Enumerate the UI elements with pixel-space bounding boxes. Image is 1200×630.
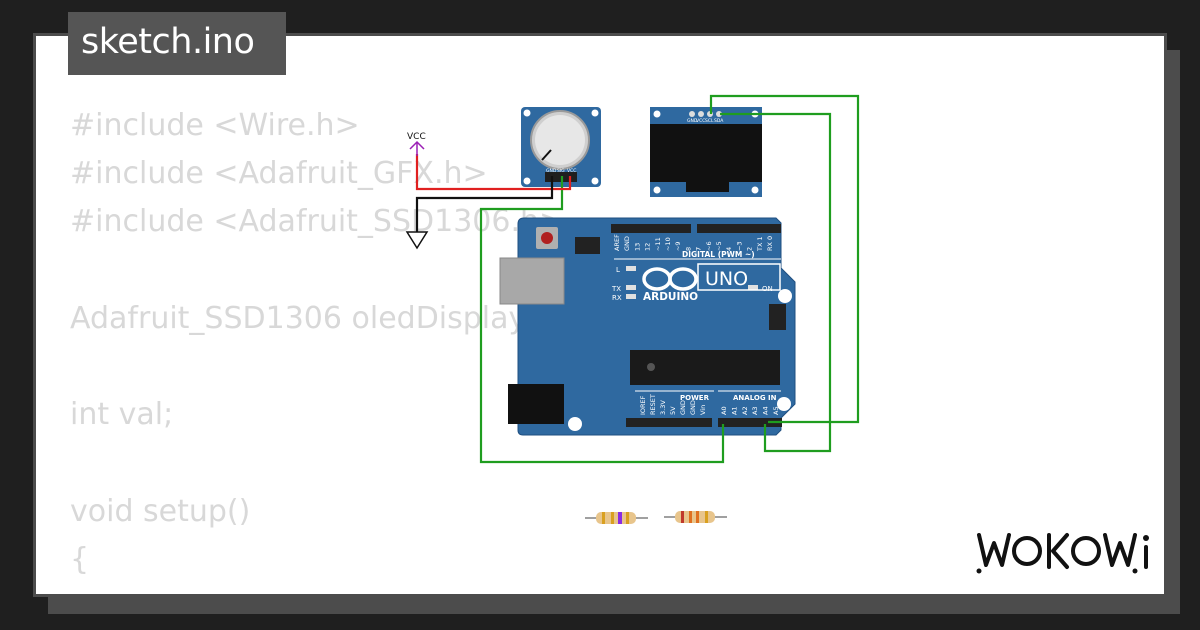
wire-black-gnd — [415, 176, 554, 232]
pin-label: A5 — [772, 406, 780, 415]
pin-label: ~5 — [715, 241, 723, 251]
pin-label: ~10 — [664, 237, 672, 251]
pin-label: 13 — [633, 243, 641, 251]
usb-connector — [499, 257, 565, 305]
resistor-1[interactable] — [585, 512, 648, 524]
icsp-header-right — [769, 304, 786, 330]
pin-label: ~6 — [705, 241, 713, 251]
pin-label: 2 — [746, 247, 754, 251]
analog-label: ANALOG IN — [733, 394, 777, 402]
wire-green-oled-scl — [709, 94, 860, 424]
digital-header-right — [697, 224, 781, 233]
pin-label: A4 — [762, 406, 770, 415]
pin-label: IOREF — [639, 395, 647, 415]
digital-header-label: DIGITAL (PWM ~) — [682, 250, 755, 259]
pin-label: ~9 — [674, 241, 682, 251]
pot-pin-sig: SIG — [557, 168, 565, 174]
arduino-logo-icon — [642, 267, 698, 291]
led-label-rx: RX — [612, 294, 622, 302]
pin-label: 12 — [644, 243, 652, 251]
pin-label: AREF — [613, 234, 621, 251]
oled-pin-vcc: VCC — [696, 118, 705, 124]
pin-label: RESET — [649, 394, 657, 415]
wokwi-logo — [976, 533, 1149, 574]
led-label-l: L — [616, 266, 620, 274]
ground-symbol — [405, 231, 429, 250]
file-title: sketch.ino — [81, 22, 255, 62]
resistor-2[interactable] — [664, 511, 727, 523]
code-line: int val; — [70, 397, 174, 433]
oled-pin-scl: SCL — [705, 118, 714, 124]
pin-label: A0 — [720, 406, 728, 415]
oled-display[interactable] — [650, 107, 762, 197]
vcc-symbol — [409, 140, 425, 156]
board-brand: ARDUINO — [643, 291, 698, 303]
pin-label: GND — [679, 400, 687, 415]
pot-pin-vcc: VCC — [567, 168, 576, 174]
pin-label: RX 0 — [766, 236, 774, 251]
potentiometer[interactable] — [521, 107, 601, 187]
pin-label: TX 1 — [756, 236, 764, 252]
pin-label: 4 — [725, 247, 733, 251]
pin-label: ~11 — [654, 237, 662, 251]
pin-label: 3.3V — [659, 400, 667, 415]
pin-label: 5V — [669, 406, 677, 415]
pin-label: A2 — [741, 406, 749, 415]
code-line: { — [70, 541, 90, 577]
board-model: UNO — [705, 268, 748, 290]
pin-label: 8 — [684, 247, 692, 251]
power-header — [626, 418, 712, 427]
icsp-header-top — [575, 237, 600, 254]
code-line: #include <Adafruit_GFX.h> — [70, 156, 488, 192]
power-label: POWER — [680, 394, 710, 402]
code-line: #include <Adafruit_SSD1306.h> — [70, 204, 565, 240]
atmega-chip — [630, 350, 780, 385]
pin-label: GND — [689, 400, 697, 415]
pin-label: A1 — [730, 406, 738, 415]
pin-label: Vin — [699, 405, 707, 415]
led-label-tx: TX — [611, 285, 621, 293]
wire-red-vcc — [415, 154, 572, 191]
wire-green-pot-sig — [479, 176, 725, 464]
pin-label: 7 — [695, 247, 703, 251]
analog-header — [718, 418, 782, 427]
code-line: void setup() — [70, 493, 251, 529]
digital-header-left — [611, 224, 691, 233]
oled-pin-sda: SDA — [714, 118, 724, 124]
on-label: ON — [762, 285, 773, 293]
pin-label: A3 — [751, 406, 759, 415]
pot-knob-indicator — [541, 149, 552, 161]
pin-label: ~3 — [735, 241, 743, 251]
power-jack — [508, 384, 564, 424]
code-line: #include <Wire.h> — [70, 108, 360, 143]
pot-pin-gnd: GND — [546, 168, 557, 174]
wire-green-oled-sda — [720, 112, 832, 453]
vcc-label: VCC — [407, 132, 426, 142]
oled-pin-gnd: GND — [687, 118, 698, 124]
pin-label: GND — [623, 236, 631, 251]
file-tab: sketch.ino — [68, 12, 286, 75]
